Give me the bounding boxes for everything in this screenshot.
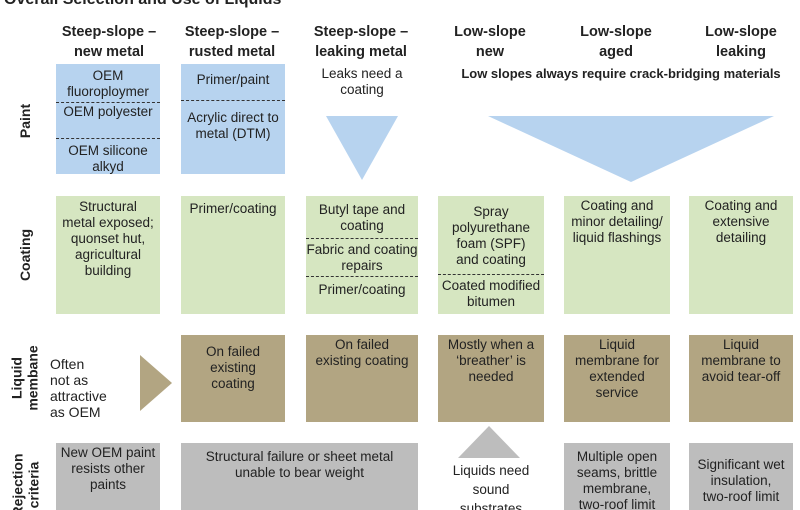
diagram-title: Overall Selection and Use of Liquids — [4, 0, 281, 9]
row-label-paint: Paint — [16, 103, 33, 139]
rejection-low-aged-box: Multiple open seams, brittle membrane, t… — [564, 443, 670, 510]
membrane-new-metal-note: Often not as attractive as OEM — [50, 356, 107, 420]
paint-divider — [56, 102, 160, 103]
coating-new-metal-box: Structural metal exposed; quonset hut, a… — [56, 196, 160, 314]
rejection-up-triangle — [458, 426, 520, 458]
column-header-steep-rusted: Steep-slope –rusted metal — [184, 24, 280, 60]
column-header-steep-new: Steep-slope –new metal — [61, 24, 157, 60]
paint-divider — [56, 138, 160, 139]
rejection-steep-rusted-leaking-box: Structural failure or sheet metal unable… — [181, 443, 418, 510]
membrane-leaking-metal-box: On failed existing coating — [306, 335, 418, 422]
coating-spf: Spray polyurethane foam (SPF) and coatin… — [451, 204, 531, 267]
rejection-low-leaking-box: Significant wet insulation, two-roof lim… — [689, 443, 793, 510]
coating-divider — [306, 276, 418, 277]
paint-oem-polyester: OEM polyester — [63, 104, 153, 119]
rejection-new-metal-box: New OEM paint resists other paints — [56, 443, 160, 510]
paint-divider — [181, 100, 285, 101]
coating-divider — [438, 274, 544, 275]
paint-acrylic-dtm: Acrylic direct to metal (DTM) — [187, 110, 279, 141]
membrane-rusted-metal-box: On failed existing coating — [181, 335, 285, 422]
paint-low-slope-note: Low slopes always require crack-bridging… — [461, 66, 781, 81]
membrane-low-new-box: Mostly when a ‘breather’ is needed — [438, 335, 544, 422]
rejection-low-new-note: Liquids need sound substrates — [452, 463, 530, 510]
paint-leaking-triangle — [326, 116, 398, 180]
membrane-low-leaking-box: Liquid membrane to avoid tear-off — [689, 335, 793, 422]
membrane-low-aged-box: Liquid membrane for extended service — [564, 335, 670, 422]
coating-low-leaking-box: Coating and extensive detailing — [689, 196, 793, 314]
coating-rusted-metal-box: Primer/coating — [181, 196, 285, 314]
coating-low-aged-box: Coating and minor detailing/ liquid flas… — [564, 196, 670, 314]
column-header-steep-leaking: Steep-slope –leaking metal — [313, 24, 409, 60]
paint-low-slope-triangle — [488, 116, 774, 182]
coating-modified-bitumen: Coated modified bitumen — [441, 278, 541, 309]
paint-oem-fluoropolymer: OEM fluoroploymer — [67, 68, 149, 99]
paint-rusted-metal-box: Primer/paint Acrylic direct to metal (DT… — [181, 64, 285, 174]
coating-divider — [306, 238, 418, 239]
paint-primer-paint: Primer/paint — [196, 72, 270, 87]
coating-low-new-box: Spray polyurethane foam (SPF) and coatin… — [438, 196, 544, 314]
paint-new-metal-box: OEM fluoroploymer OEM polyester OEM sili… — [56, 64, 160, 174]
row-label-coating: Coating — [17, 228, 34, 282]
paint-oem-silicone-alkyd: OEM silicone alkyd — [68, 143, 148, 174]
coating-primer-coating: Primer/coating — [318, 282, 406, 297]
membrane-arrow — [140, 355, 172, 411]
